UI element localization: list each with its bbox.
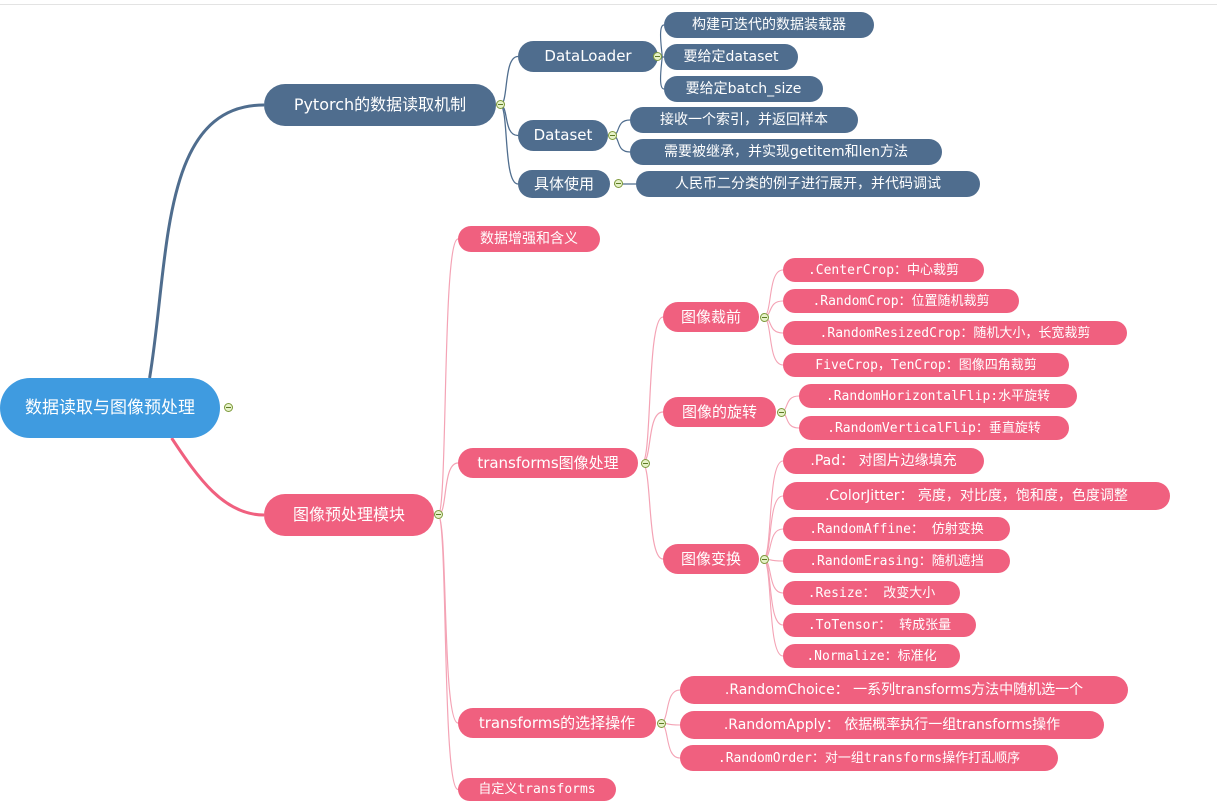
connector-node-transform-1 [762, 495, 784, 560]
leaf-crop-2[interactable]: .RandomCrop：位置随机裁剪 [783, 289, 1019, 313]
leaf-dataset-2[interactable]: 需要被继承，并实现getitem和len方法 [630, 139, 942, 165]
connector-node-transforms-2 [641, 462, 664, 560]
collapse-toggle-icon[interactable] [496, 100, 505, 109]
branch-data-loading[interactable]: Pytorch的数据读取机制 [264, 84, 496, 126]
top-divider [0, 4, 1217, 5]
node-usage[interactable]: 具体使用 [518, 170, 610, 198]
collapse-toggle-icon[interactable] [777, 408, 786, 417]
connector-branch-preprocessing-3 [437, 514, 459, 791]
connector-node-select-0 [659, 689, 681, 724]
collapse-toggle-icon[interactable] [224, 403, 233, 412]
collapse-toggle-icon[interactable] [657, 719, 666, 728]
collapse-toggle-icon[interactable] [608, 131, 617, 140]
leaf-transform-1[interactable]: .Pad： 对图片边缘填充 [783, 448, 984, 474]
node-custom-transforms[interactable]: 自定义transforms [458, 778, 616, 801]
connector-branch-preprocessing-2 [437, 514, 459, 724]
connector-branch-preprocessing-0 [437, 238, 459, 516]
collapse-toggle-icon[interactable] [760, 555, 769, 564]
connector-node-dataloader-2 [659, 55, 665, 90]
leaf-transform-7[interactable]: .Normalize：标准化 [783, 644, 960, 668]
connector-branch-data-loading-0 [499, 55, 519, 106]
node-transform[interactable]: 图像变换 [663, 544, 759, 574]
leaf-select-3[interactable]: .RandomOrder：对一组transforms操作打乱顺序 [680, 745, 1058, 771]
connector-node-dataloader-0 [659, 24, 665, 58]
leaf-crop-4[interactable]: FiveCrop，TenCrop：图像四角裁剪 [783, 353, 1069, 377]
root-node[interactable]: 数据读取与图像预处理 [0, 378, 220, 438]
collapse-toggle-icon[interactable] [760, 313, 769, 322]
leaf-crop-1[interactable]: .CenterCrop：中心裁剪 [783, 258, 984, 282]
branch-preprocessing[interactable]: 图像预处理模块 [264, 494, 434, 536]
leaf-transform-3[interactable]: .RandomAffine： 仿射变换 [783, 517, 1010, 541]
connector-node-crop-3 [762, 316, 784, 366]
leaf-dataloader-3[interactable]: 要给定batch_size [664, 76, 823, 102]
connector-node-select-2 [659, 722, 681, 759]
leaf-dataloader-2[interactable]: 要给定dataset [664, 44, 798, 70]
node-crop[interactable]: 图像裁前 [663, 302, 759, 332]
collapse-toggle-icon[interactable] [653, 52, 662, 61]
leaf-crop-3[interactable]: .RandomResizedCrop：随机大小，长宽裁剪 [783, 321, 1127, 345]
leaf-transform-6[interactable]: .ToTensor： 转成张量 [783, 613, 976, 637]
connector-root-b2 [170, 437, 265, 517]
collapse-toggle-icon[interactable] [434, 510, 443, 519]
leaf-select-2[interactable]: .RandomApply： 依据概率执行一组transforms操作 [680, 711, 1104, 739]
node-transforms[interactable]: transforms图像处理 [458, 448, 638, 478]
leaf-transform-5[interactable]: .Resize： 改变大小 [783, 581, 960, 605]
leaf-dataset-1[interactable]: 接收一个索引，并返回样本 [630, 107, 858, 133]
collapse-toggle-icon[interactable] [614, 179, 623, 188]
connector-node-crop-0 [762, 269, 784, 318]
node-dataloader[interactable]: DataLoader [518, 41, 658, 72]
leaf-select-1[interactable]: .RandomChoice： 一系列transforms方法中随机选一个 [680, 676, 1128, 704]
collapse-toggle-icon[interactable] [641, 459, 650, 468]
leaf-rotate-1[interactable]: .RandomHorizontalFlip:水平旋转 [799, 384, 1077, 408]
leaf-transform-4[interactable]: .RandomErasing：随机遮挡 [783, 549, 1010, 573]
node-rotate[interactable]: 图像的旋转 [663, 397, 776, 427]
node-dataset[interactable]: Dataset [518, 120, 608, 151]
leaf-usage-1[interactable]: 人民币二分类的例子进行展开，并代码调试 [636, 171, 980, 197]
leaf-transform-2[interactable]: .ColorJitter： 亮度，对比度，饱和度，色度调整 [783, 482, 1170, 510]
connector-node-transforms-0 [641, 316, 664, 464]
leaf-rotate-2[interactable]: .RandomVerticalFlip：垂直旋转 [799, 416, 1069, 440]
node-augmentation[interactable]: 数据增强和含义 [458, 226, 600, 252]
connector-root-b1 [148, 103, 265, 379]
connector-branch-data-loading-2 [499, 104, 519, 185]
leaf-dataloader-1[interactable]: 构建可迭代的数据装载器 [664, 12, 874, 38]
node-select[interactable]: transforms的选择操作 [458, 708, 656, 738]
